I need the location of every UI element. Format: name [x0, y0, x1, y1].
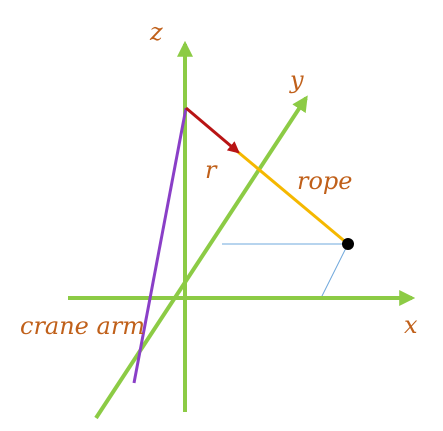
- crane-arm-label: crane arm: [20, 312, 145, 340]
- rope-line: [237, 150, 349, 246]
- r-vector-label: r: [205, 156, 218, 184]
- r-vector: [185, 106, 240, 154]
- y-axis: [94, 95, 308, 420]
- projection-line-bottom: [320, 243, 349, 299]
- load-point: [342, 238, 354, 250]
- z-axis-label: z: [149, 18, 163, 46]
- x-axis-label: x: [404, 311, 418, 339]
- rope-label: rope: [297, 167, 353, 195]
- y-axis-label: y: [289, 66, 304, 94]
- crane-arm-line: [132, 107, 188, 384]
